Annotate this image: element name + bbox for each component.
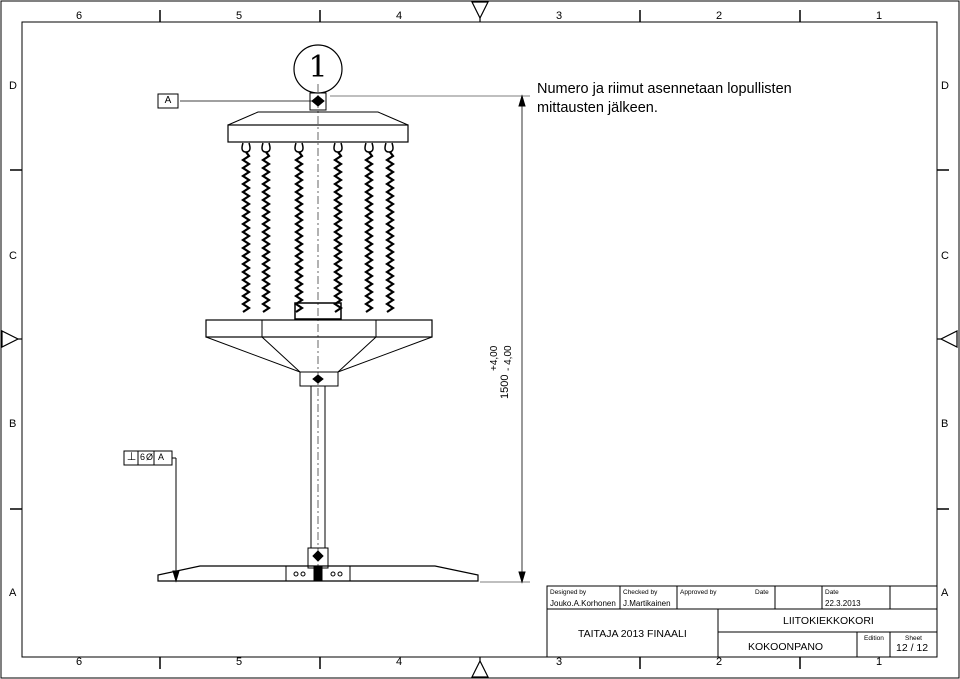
col-2-bottom: 2 [716,656,723,668]
row-b-right: B [941,418,949,430]
dimension-lower-tol: - 4,00 [503,345,514,371]
height-dimension: 1500 +4,00 - 4,00 [489,277,517,407]
dimension-upper-tol: +4,00 [489,345,500,371]
approved-by-label: Approved by [680,589,717,596]
designed-by-value: Jouko.A.Korhonen [550,599,616,608]
col-2-top: 2 [716,10,723,22]
basket-drawing [123,44,530,584]
row-c-right: C [941,250,949,262]
row-d-right: D [941,80,949,92]
datum-label: A [164,95,172,106]
tolerance-diameter: Ø [146,452,154,462]
zone-ticks [10,10,949,669]
col-3-bottom: 3 [556,656,563,668]
project-name: TAITAJA 2013 FINAALI [578,628,687,640]
col-4-top: 4 [396,10,403,22]
balloon-number: 1 [308,50,328,85]
col-1-bottom: 1 [876,656,883,668]
col-5-bottom: 5 [236,656,243,668]
tolerance-value: 6 [140,452,146,462]
row-b-left: B [9,418,17,430]
col-4-bottom: 4 [396,656,403,668]
drawing-subtitle: KOKOONPANO [748,641,824,653]
col-6-bottom: 6 [76,656,83,668]
col-6-top: 6 [76,10,83,22]
chain-6 [385,151,395,313]
title-block [546,585,938,658]
chain-5 [364,151,374,313]
chain-4 [333,151,343,313]
chain-2 [261,151,271,313]
note-line-2: mittausten jälkeen. [537,100,658,116]
date-label-2: Date [825,589,839,596]
row-c-left: C [9,250,17,262]
edition-label: Edition [864,635,884,642]
chain-3 [294,151,304,313]
datum-box [157,93,179,109]
dimension-nominal: 1500 [499,374,511,399]
tolerance-symbol: ⊥ [126,450,137,463]
checked-by-value: J.Martikainen [623,599,671,608]
checked-by-label: Checked by [623,589,658,596]
sheet-label: Sheet [905,635,922,642]
note-line-1: Numero ja riimut asennetaan lopullisten [537,81,792,97]
row-d-left: D [9,80,17,92]
col-5-top: 5 [236,10,243,22]
sheet-number: 12 / 12 [896,642,929,654]
date-label-1: Date [755,589,769,596]
date-value: 22.3.2013 [825,599,861,608]
assembly-note: Numero ja riimut asennetaan lopullisten … [537,80,837,118]
chain-1 [241,151,251,313]
designed-by-label: Designed by [550,589,587,596]
tolerance-datum: A [158,452,165,462]
col-1-top: 1 [876,10,883,22]
row-a-right: A [941,587,949,599]
row-a-left: A [9,587,17,599]
col-3-top: 3 [556,10,563,22]
drawing-title: LIITOKIEKKOKORI [783,615,874,627]
